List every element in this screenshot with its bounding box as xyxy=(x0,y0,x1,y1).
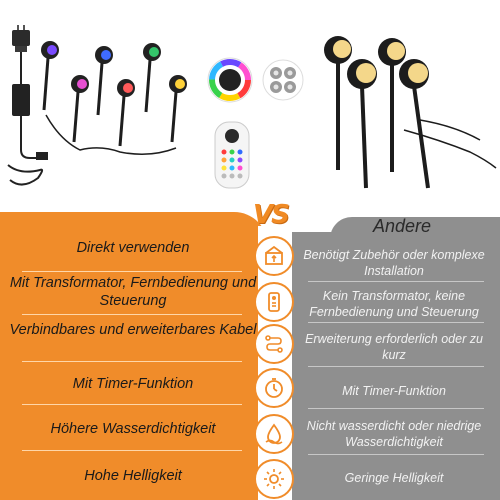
our-product-panel xyxy=(0,212,268,500)
row-5-left: Höhere Wasserdichtigkeit xyxy=(50,421,216,437)
row-divider xyxy=(308,408,484,409)
row-2-left: Mit Transformator, Fernbedienung und Ste… xyxy=(9,275,257,309)
product-illustration xyxy=(0,0,500,196)
row-divider xyxy=(308,322,484,323)
row-4-right: Mit Timer-Funktion xyxy=(342,384,446,398)
row-6-right: Geringe Helligkeit xyxy=(344,471,444,485)
row-divider xyxy=(308,281,484,282)
large-spotlights-group xyxy=(324,36,497,189)
power-plug-icon xyxy=(7,25,48,186)
sun-brightness-icon xyxy=(254,459,294,499)
timer-icon xyxy=(254,368,294,408)
row-6-left: Hohe Helligkeit xyxy=(84,468,182,484)
led-chip-icon xyxy=(262,59,304,101)
vs-label: VS xyxy=(253,200,290,230)
rgb-spotlights-group xyxy=(41,41,187,155)
row-divider xyxy=(22,404,242,405)
other-header-label: Andere xyxy=(372,216,432,236)
row-divider xyxy=(22,271,242,272)
cable-connector-icon xyxy=(254,324,294,364)
row-1-right: Benötigt Zubehör oder komplexe Installat… xyxy=(303,248,485,278)
row-divider xyxy=(22,314,242,315)
water-drop-icon xyxy=(254,414,294,454)
row-3-left: Verbindbares und erweiterbares Kabel xyxy=(9,322,257,338)
row-3-right: Erweiterung erforderlich oder zu kurz xyxy=(305,332,483,362)
row-divider xyxy=(308,366,484,367)
product-image xyxy=(7,25,497,189)
row-1-left: Direkt verwenden xyxy=(76,240,190,256)
row-2-right: Kein Transformator, keine Fernbedienung … xyxy=(309,289,479,319)
row-4-left: Mit Timer-Funktion xyxy=(72,376,194,392)
rgb-remote-icon xyxy=(214,121,250,189)
row-divider xyxy=(22,361,242,362)
color-wheel-icon xyxy=(207,57,253,103)
row-divider xyxy=(22,450,242,451)
plug-box-icon xyxy=(254,236,294,276)
row-5-right: Nicht wasserdicht oder niedrige Wasserdi… xyxy=(306,419,482,449)
row-divider xyxy=(308,454,484,455)
remote-control-icon xyxy=(254,282,294,322)
